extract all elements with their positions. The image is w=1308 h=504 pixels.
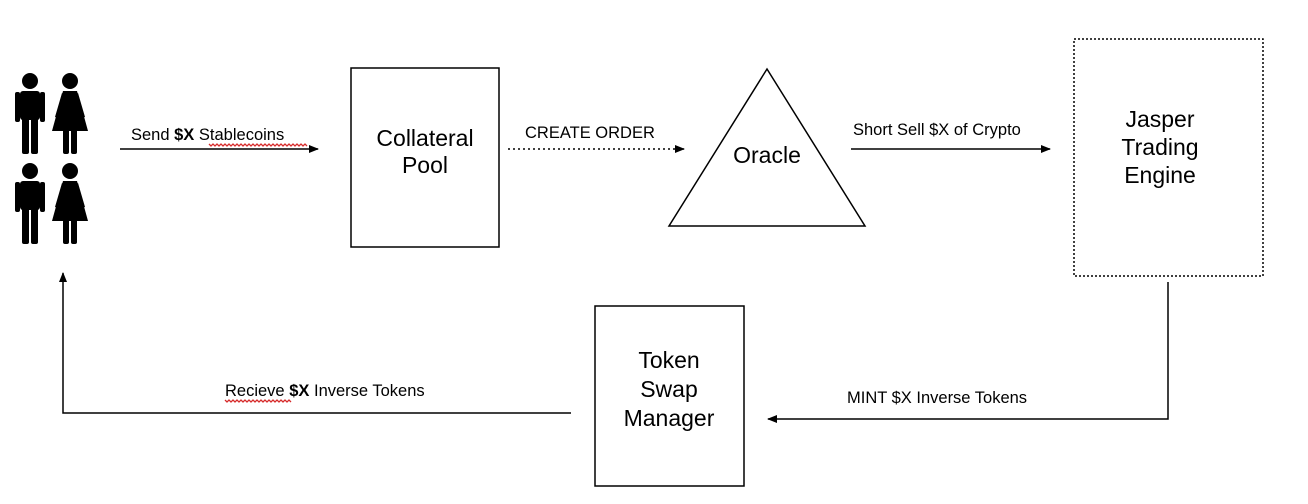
collateral-pool-box [350,67,500,248]
edge-send-stablecoins: Send $X Stablecoins [120,126,319,153]
oracle-triangle [667,67,867,227]
edge-short-sell: Short Sell $X of Crypto [851,121,1051,153]
jasper-label-line2: Trading [1121,134,1198,160]
edge-create-order: CREATE ORDER [508,124,685,153]
send-label: Send $X Stablecoins [131,126,284,144]
man-icon [15,163,45,244]
jasper-trading-engine-node[interactable]: Jasper Trading Engine [1073,38,1264,277]
oracle-label: Oracle [733,142,801,168]
token-swap-label-line3: Manager [624,405,715,431]
receive-label-prefix: Recieve [225,382,285,400]
jasper-label-line1: Jasper [1125,106,1194,132]
collateral-pool-node[interactable]: Collateral Pool [350,67,500,248]
jasper-label-line3: Engine [1124,162,1196,188]
short-sell-label: Short Sell $X of Crypto [853,121,1021,139]
token-swap-manager-node[interactable]: Token Swap Manager [594,305,745,487]
token-swap-box [594,305,745,487]
mint-label: MINT $X Inverse Tokens [847,389,1027,407]
send-label-suffix: Stablecoins [199,126,284,144]
receive-label-amount: $X [289,382,309,400]
users-group [15,73,88,244]
spellcheck-underline [224,399,292,403]
receive-label-suffix: Inverse Tokens [309,382,424,400]
send-label-prefix: Send [131,126,174,144]
token-swap-label-line2: Swap [640,376,698,402]
woman-icon [52,163,88,244]
collateral-pool-label-line2: Pool [402,152,448,178]
woman-icon [52,73,88,154]
mint-arrow [767,282,1169,423]
edge-receive: Recieve $X Inverse Tokens [59,272,571,414]
receive-arrow [59,272,571,414]
token-swap-label-line1: Token [638,347,699,373]
edge-mint: MINT $X Inverse Tokens [767,282,1169,423]
jasper-box [1073,38,1264,277]
oracle-node[interactable]: Oracle [667,67,867,227]
collateral-pool-label-line1: Collateral [376,125,473,151]
send-label-amount: $X [174,126,194,144]
create-order-label: CREATE ORDER [525,124,655,142]
man-icon [15,73,45,154]
receive-label: Recieve $X Inverse Tokens [225,382,425,400]
spellcheck-underline [208,143,308,147]
